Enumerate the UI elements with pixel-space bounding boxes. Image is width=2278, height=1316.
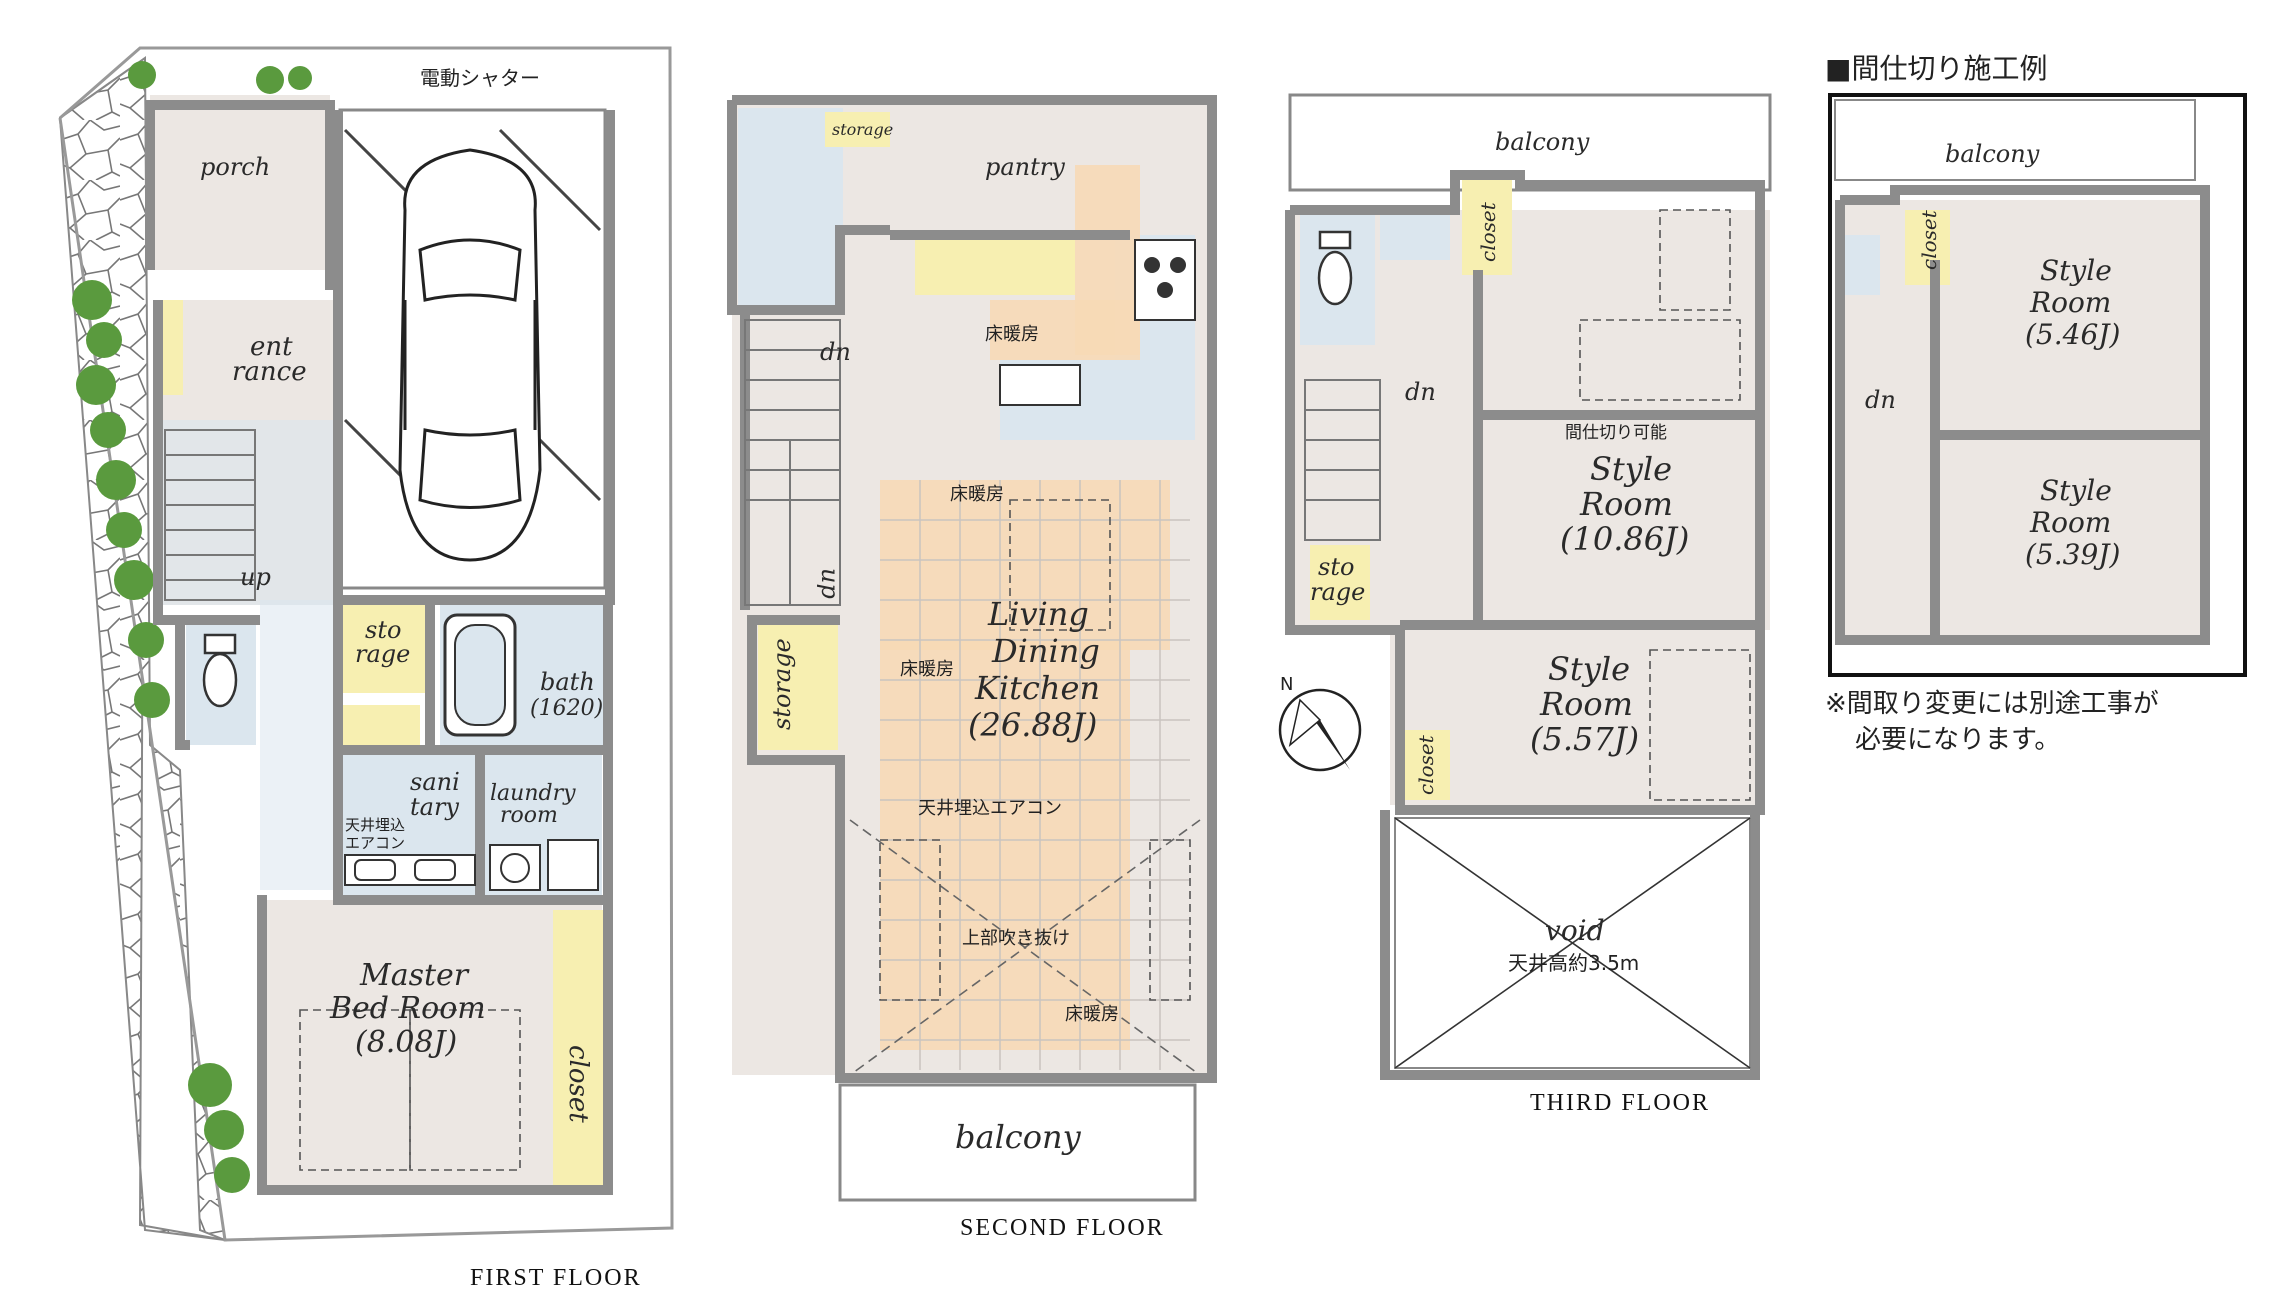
aircon-label: 天井埋込エアコン — [918, 798, 1062, 819]
first-floor-stairs — [164, 429, 256, 601]
aircon-label-1: 天井埋込 — [345, 816, 405, 834]
laundry-label-1: laundry — [490, 781, 576, 806]
example-room-b-1: Style — [2040, 474, 2112, 507]
second-floor-grid — [880, 480, 1190, 1070]
room-b-label-2: Room — [1539, 685, 1633, 723]
entrance-label-1: ent — [250, 332, 293, 362]
ldk-label-3: Kitchen — [974, 669, 1100, 707]
heating-label-2: 床暖房 — [950, 484, 1004, 505]
site-boundary — [58, 46, 674, 1242]
master-label-3: (8.08J) — [355, 1025, 457, 1060]
third-storage-label-1: sto — [1318, 553, 1354, 581]
heating-label-3: 床暖房 — [900, 659, 954, 680]
master-label-1: Master — [359, 958, 470, 993]
third-toilet-icon — [1317, 230, 1353, 306]
second-floor-caption: SECOND FLOOR — [960, 1215, 1165, 1241]
example-room-a-3: (5.46J) — [2025, 318, 2120, 351]
bed-outlines — [1579, 209, 1751, 801]
laundry-label-2: room — [500, 803, 558, 828]
aircon-label-2: エアコン — [345, 834, 405, 852]
washbasin-icon — [344, 854, 476, 886]
third-floor-walls — [1285, 170, 1765, 1080]
first-floor-walls — [145, 100, 615, 1195]
second-balcony — [838, 1083, 1197, 1202]
example-closet-label: closet — [1917, 209, 1941, 270]
third-floor-caption: THIRD FLOOR — [1530, 1090, 1710, 1116]
bathtub-icon — [443, 613, 517, 737]
storage-label-2: rage — [355, 640, 410, 668]
void-label: void — [1545, 914, 1605, 947]
storage-label-1: sto — [365, 616, 401, 644]
heating-label-1: 床暖房 — [985, 324, 1039, 345]
ldk-label-2: Dining — [991, 632, 1100, 670]
room-a-label-3: (10.86J) — [1560, 520, 1689, 558]
heating-label-4: 床暖房 — [1065, 1004, 1119, 1025]
car-icon — [398, 148, 542, 562]
closet-label-2: closet — [1414, 734, 1438, 795]
storage-small-label: storage — [832, 120, 893, 139]
partition-note: 間仕切り可能 — [1565, 423, 1667, 443]
example-walls — [1835, 185, 2210, 645]
example-room-a-2: Room — [2029, 286, 2111, 319]
shutter-label: 電動シャター — [420, 66, 540, 90]
example-note-2: 必要になります。 — [1855, 725, 2060, 755]
room-b-label-1: Style — [1548, 650, 1630, 688]
master-bed-outline — [299, 1009, 521, 1171]
atrium-cross — [849, 819, 1201, 1076]
ldk-label-4: (26.88J) — [968, 706, 1097, 744]
toilet-icon — [202, 633, 238, 708]
partition-example: ■間仕切り施工例 balcony closet dn Style Room (5… — [1825, 52, 2247, 755]
room-a-label-2: Room — [1579, 485, 1673, 523]
compass-icon — [1278, 688, 1362, 772]
up-label: up — [816, 568, 844, 599]
second-floor-stairs — [744, 319, 841, 606]
hedge-greenery — [72, 61, 312, 1193]
sanitary-label-2: tary — [410, 793, 459, 821]
example-heading: ■間仕切り施工例 — [1825, 52, 2047, 85]
third-floor-stairs — [1304, 379, 1381, 541]
closet-label-1: closet — [1476, 201, 1500, 262]
example-note-1: ※間取り変更には別途工事が — [1825, 689, 2159, 719]
room-b-label-3: (5.57J) — [1530, 720, 1639, 758]
first-floor-plan: 電動シャター porch ent rance up sto rage bath … — [58, 46, 674, 1291]
dining-table-outline — [879, 499, 1191, 1001]
closet-label: closet — [563, 1045, 593, 1123]
ceiling-label: 天井高約3.5m — [1508, 951, 1639, 975]
sanitary-label-1: sani — [410, 768, 460, 796]
ldk-label-1: Living — [987, 595, 1089, 633]
up-label: up — [240, 563, 271, 591]
kitchen-counter — [999, 239, 1196, 406]
example-room-b-3: (5.39J) — [2025, 538, 2120, 571]
atrium-label: 上部吹き抜け — [962, 928, 1070, 949]
master-label-2: Bed Room — [329, 991, 486, 1026]
storage-label: storage — [768, 638, 796, 730]
dn-label: dn — [820, 338, 851, 366]
porch-label: porch — [200, 153, 270, 181]
example-dn-label: dn — [1865, 386, 1896, 414]
example-room-a-1: Style — [2040, 254, 2112, 287]
third-dn-label: dn — [1405, 378, 1436, 406]
bath-label-1: bath — [540, 668, 595, 696]
first-floor-caption: FIRST FLOOR — [470, 1265, 642, 1291]
room-a-label-1: Style — [1590, 450, 1672, 488]
example-room-b-2: Room — [2029, 506, 2111, 539]
washing-machine-icon — [489, 839, 599, 891]
third-storage-label-2: rage — [1310, 578, 1365, 606]
compass-label: N — [1280, 674, 1293, 695]
entrance-label-2: rance — [232, 357, 307, 387]
second-floor-plan: storage pantry dn up 床暖房 床暖房 床暖房 床暖房 sto… — [727, 95, 1217, 1241]
third-balcony — [1288, 93, 1772, 192]
third-floor-plan: N balcony closet dn sto rage 間仕切り可能 Styl… — [1278, 93, 1772, 1116]
bath-label-2: (1620) — [530, 696, 603, 721]
third-balcony-label: balcony — [1495, 128, 1590, 156]
second-balcony-label: balcony — [955, 1118, 1082, 1156]
pantry-label: pantry — [985, 153, 1065, 181]
example-balcony-label: balcony — [1945, 140, 2040, 168]
